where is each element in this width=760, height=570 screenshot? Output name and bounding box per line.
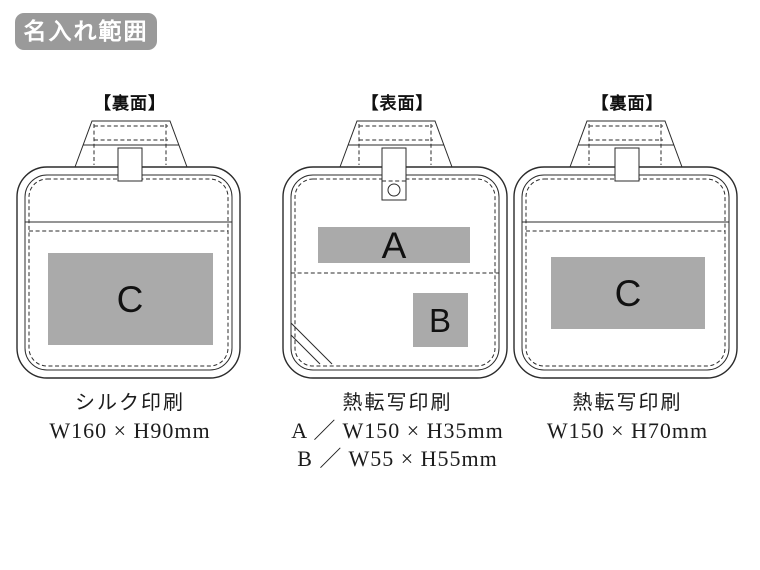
print-size-label: W150 × H70mm (546, 418, 709, 443)
side-label-back-right: 【裏面】 (591, 94, 664, 113)
handle-side-stitch-lines (358, 124, 432, 165)
print-area-a-label: A (382, 225, 407, 266)
handle-side-stitch-lines (93, 124, 167, 165)
handle-side-stitch-lines (588, 124, 662, 165)
print-area-c (48, 253, 213, 345)
closure-tab (614, 147, 640, 182)
print-area-c-label: C (615, 273, 642, 314)
caption-back-silk: シルク印刷 W160 × H90mm (10, 389, 250, 445)
print-area-c (551, 257, 705, 329)
print-method-label: シルク印刷 (75, 392, 185, 414)
print-area-c-label: C (117, 279, 144, 320)
snap-button-icon (387, 183, 401, 197)
corner-strap-lines (290, 322, 333, 365)
print-method-label: 熱転写印刷 (342, 392, 453, 414)
print-method-label: 熱転写印刷 (572, 392, 683, 414)
bag-diagram-back-silk: C (16, 120, 241, 379)
handle (339, 120, 453, 168)
handle (74, 120, 188, 168)
bag-diagram-front: A B (282, 120, 508, 379)
title-badge: 名入れ範囲 (15, 13, 157, 50)
bag-diagram-back-heat: C (513, 120, 738, 379)
print-area-b (413, 293, 468, 347)
caption-back-heat: 熱転写印刷 W150 × H70mm (505, 389, 750, 445)
side-label-back-left: 【裏面】 (94, 94, 166, 113)
side-label-front: 【表面】 (361, 94, 434, 113)
print-area-a (318, 227, 470, 263)
handle-stitch-lines (359, 125, 433, 141)
print-size-label: W160 × H90mm (49, 418, 211, 443)
closure-tab (117, 147, 143, 182)
print-size-b-label: B ／ W55 × H55mm (297, 446, 498, 471)
handle-outline (569, 120, 683, 168)
caption-front: 熱転写印刷 A ／ W150 × H35mm B ／ W55 × H55mm (275, 389, 520, 473)
handle-outline (339, 120, 453, 168)
closure-tab (381, 147, 407, 201)
handle-stitch-lines (589, 125, 663, 141)
print-area-b-label: B (429, 302, 451, 339)
handle-outline (74, 120, 188, 168)
closure-tab-outline (381, 147, 407, 201)
print-size-a-label: A ／ W150 × H35mm (291, 418, 504, 443)
handle (569, 120, 683, 168)
handle-stitch-lines (94, 125, 168, 141)
